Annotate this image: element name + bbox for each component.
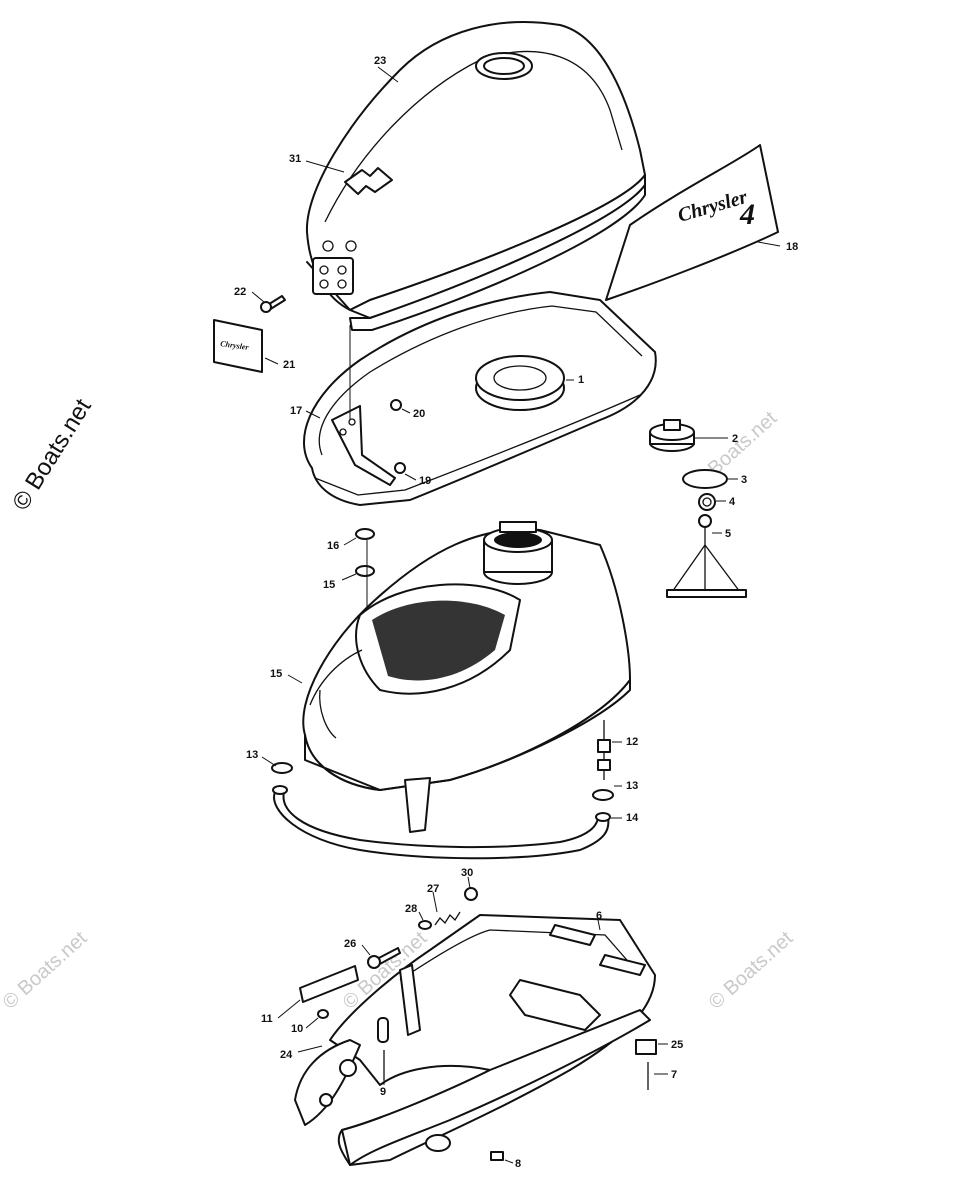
clip-part-13-left — [271, 762, 293, 774]
callout-19: 18 — [786, 241, 798, 253]
side-decal-part-19: Chrysler 4 — [605, 144, 779, 301]
nut-part-30 — [464, 887, 478, 901]
tag-part-8 — [490, 1151, 504, 1161]
callout-28: 27 — [427, 883, 439, 895]
screw-part-23 — [260, 295, 286, 313]
callout-17: 16 — [327, 540, 339, 552]
callout-1: 1 — [578, 374, 584, 386]
callout-20: 19 — [419, 475, 431, 487]
label-part-11 — [299, 965, 359, 1003]
small-decal-part-22: Chrysler — [213, 319, 263, 373]
fuel-tank-part-15 — [302, 521, 631, 833]
clip-part-13-right — [592, 789, 614, 801]
callout-4: 4 — [729, 496, 736, 508]
callout-23: 22 — [234, 286, 246, 298]
screw-part-10 — [317, 1009, 329, 1019]
washer-part-4 — [698, 493, 716, 511]
gasket-part-3 — [682, 469, 728, 489]
callout-9: 9 — [380, 1086, 386, 1098]
callout-13-left: 13 — [246, 749, 258, 761]
callout-29: 28 — [405, 903, 417, 915]
fuel-cap-part-2 — [649, 419, 695, 452]
leader-lines — [251, 66, 781, 1164]
callout-16: 15 — [323, 579, 335, 591]
callout-8: 8 — [515, 1158, 521, 1170]
callout-25: 24 — [280, 1049, 293, 1061]
watermark-stamp: © Boats.net — [0, 927, 92, 1014]
callout-6: 6 — [596, 910, 602, 922]
callout-31: 31 — [289, 153, 301, 165]
bottom-plate-part-18 — [303, 291, 657, 506]
callout-30: 30 — [461, 867, 473, 879]
washer-part-29 — [418, 920, 432, 930]
watermark-stamp: © Boats.net — [705, 927, 798, 1014]
callout-21: 20 — [413, 408, 425, 420]
decal-number-text: 4 — [739, 198, 755, 231]
spring-part-28 — [434, 911, 461, 926]
callout-15: 15 — [270, 668, 282, 680]
callout-3: 3 — [741, 474, 747, 486]
callout-10: 10 — [291, 1023, 303, 1035]
callout-numbers: 23 31 18 22 21 1 17 20 19 2 3 4 5 16 15 … — [234, 55, 798, 1170]
watermark-side: © Boats.net — [7, 394, 97, 515]
callout-27: 26 — [344, 938, 356, 950]
nut-part-17 — [355, 528, 375, 540]
callout-11: 11 — [261, 1013, 273, 1025]
callout-26: 25 — [671, 1039, 683, 1051]
callout-13-right: 13 — [626, 780, 638, 792]
callout-5: 5 — [725, 528, 731, 540]
callout-12: 12 — [626, 736, 638, 748]
fuel-fitting-part-12 — [597, 720, 611, 780]
lower-pan-part-6 — [294, 914, 656, 1166]
callout-22: 21 — [283, 359, 295, 371]
small-decal-brand-text: Chrysler — [220, 339, 250, 352]
vent-assembly-part-5 — [666, 514, 747, 598]
callout-24: 23 — [374, 55, 386, 67]
callout-7: 7 — [671, 1069, 677, 1081]
top-cowl-part-24 — [305, 21, 646, 331]
seal-part-14 — [272, 785, 611, 860]
nut-part-16 — [355, 565, 375, 577]
screw-part-27 — [367, 947, 401, 969]
callout-14: 14 — [626, 812, 639, 824]
bolt-part-26 — [635, 1039, 657, 1055]
callout-18: 17 — [290, 405, 302, 417]
callout-2: 2 — [732, 433, 738, 445]
